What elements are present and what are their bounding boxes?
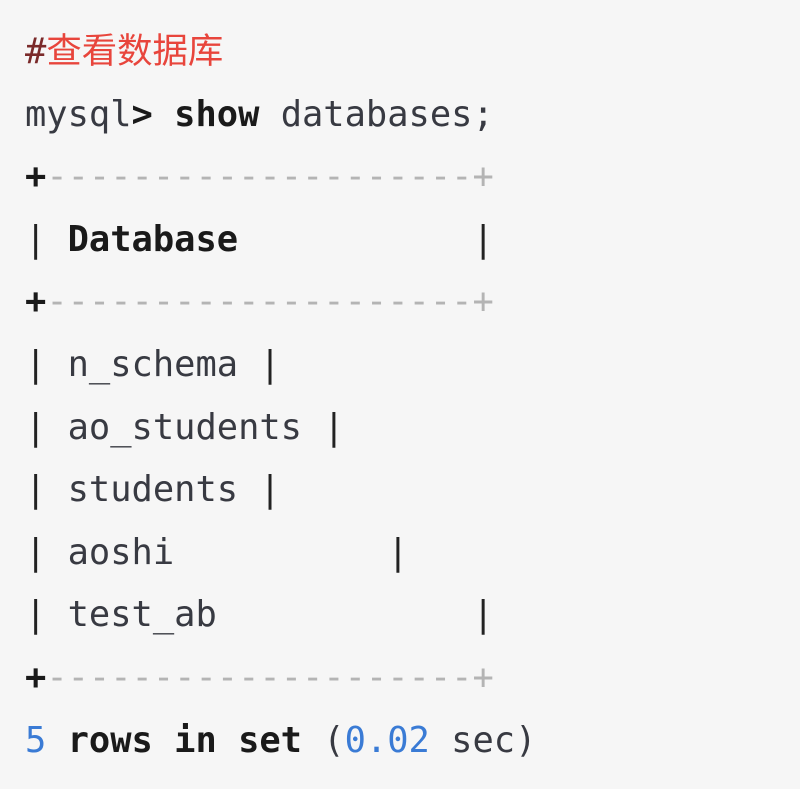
table-border-top: +--------------------+ bbox=[25, 146, 800, 209]
time-unit: sec bbox=[451, 719, 516, 761]
table-row: | n_schema | bbox=[25, 334, 800, 397]
summary-line: 5 rows in set (0.02 sec) bbox=[25, 710, 800, 773]
table-border-mid: +--------------------+ bbox=[25, 271, 800, 334]
query-time: 0.02 bbox=[344, 719, 430, 761]
paren-open: ( bbox=[323, 719, 345, 761]
paren-close: ) bbox=[515, 719, 537, 761]
command-keyword: show bbox=[174, 93, 260, 135]
pipe-left: | bbox=[25, 531, 47, 573]
table-cell: students bbox=[67, 469, 239, 511]
pipe-right: | bbox=[259, 469, 281, 511]
border-corner-left: + bbox=[25, 281, 47, 323]
border-corner-right: + bbox=[472, 156, 494, 198]
border-dashes: -------------------- bbox=[46, 281, 473, 323]
pipe-right: | bbox=[472, 594, 494, 636]
table-cell: aoshi bbox=[67, 531, 175, 573]
pipe-right: | bbox=[387, 531, 409, 573]
command-line: mysql> show databases; bbox=[25, 84, 800, 147]
pipe-right: | bbox=[259, 343, 281, 385]
table-row: | aoshi | bbox=[25, 522, 800, 585]
border-corner-right: + bbox=[472, 281, 494, 323]
table-cell: test_ab bbox=[67, 594, 217, 636]
border-dashes: -------------------- bbox=[46, 156, 473, 198]
pipe-left: | bbox=[25, 218, 47, 260]
table-border-bottom: +--------------------+ bbox=[25, 647, 800, 710]
pipe-right: | bbox=[472, 218, 494, 260]
pipe-left: | bbox=[25, 469, 47, 511]
pipe-left: | bbox=[25, 406, 47, 448]
table-row: | ao_students | bbox=[25, 397, 800, 460]
table-header: Database bbox=[67, 218, 239, 260]
row-count: 5 bbox=[25, 719, 47, 761]
command-argument: databases; bbox=[280, 93, 494, 135]
pipe-left: | bbox=[25, 594, 47, 636]
border-corner-right: + bbox=[472, 656, 494, 698]
comment-hash: # bbox=[25, 31, 47, 72]
summary-label: rows in set bbox=[67, 719, 302, 761]
pipe-right: | bbox=[323, 406, 345, 448]
pipe-left: | bbox=[25, 343, 47, 385]
comment-line: #查看数据库 bbox=[25, 21, 800, 84]
comment-text: 查看数据库 bbox=[46, 31, 224, 72]
border-corner-left: + bbox=[25, 156, 47, 198]
table-header-row: | Database | bbox=[25, 209, 800, 272]
table-cell: n_schema bbox=[67, 343, 239, 385]
border-dashes: -------------------- bbox=[46, 656, 473, 698]
border-corner-left: + bbox=[25, 656, 47, 698]
table-cell: ao_students bbox=[67, 406, 302, 448]
table-row: | students | bbox=[25, 459, 800, 522]
prompt-text: mysql bbox=[25, 93, 132, 135]
table-row: | test_ab | bbox=[25, 584, 800, 647]
prompt-symbol: > bbox=[131, 93, 153, 135]
